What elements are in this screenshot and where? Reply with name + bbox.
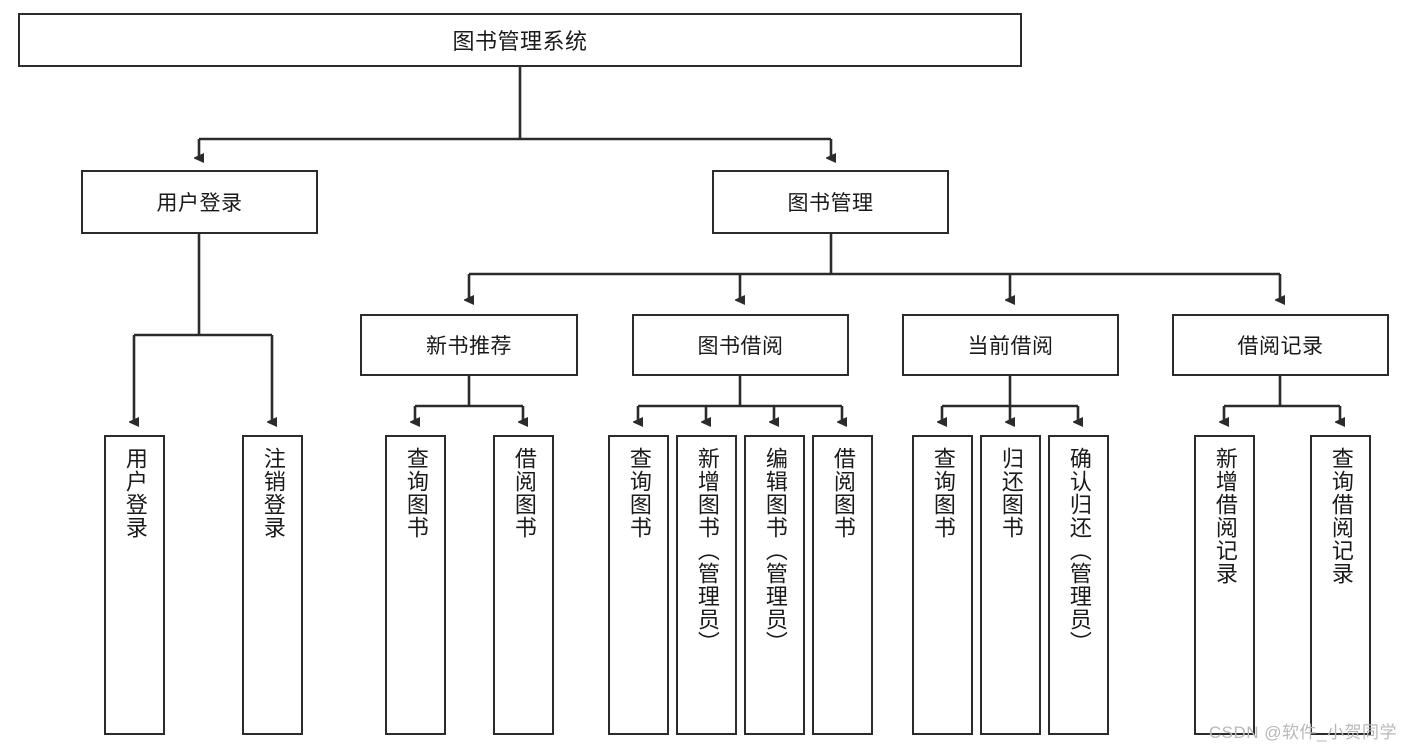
node-leaf-query-book-current[interactable]: 查询图书 — [912, 435, 973, 735]
node-label: 借阅图书 — [511, 447, 537, 539]
node-leaf-edit-book-admin[interactable]: 编辑图书（管理员） — [744, 435, 805, 735]
node-leaf-query-book-new[interactable]: 查询图书 — [385, 435, 446, 735]
node-label: 用户登录 — [122, 447, 148, 539]
node-label: 新增借阅记录 — [1212, 447, 1238, 585]
node-label: 编辑图书（管理员） — [762, 447, 788, 654]
node-label: 用户登录 — [156, 192, 243, 215]
node-new-book-recommendation[interactable]: 新书推荐 — [360, 314, 578, 376]
node-leaf-query-borrow-record[interactable]: 查询借阅记录 — [1310, 435, 1371, 735]
node-label: 图书管理 — [787, 192, 874, 215]
node-leaf-logout[interactable]: 注销登录 — [242, 435, 303, 735]
node-leaf-return-book[interactable]: 归还图书 — [980, 435, 1041, 735]
node-leaf-borrow-book-new[interactable]: 借阅图书 — [493, 435, 554, 735]
node-book-borrowing[interactable]: 图书借阅 — [632, 314, 849, 376]
node-leaf-query-book-borrow[interactable]: 查询图书 — [608, 435, 669, 735]
node-label: 新书推荐 — [426, 335, 512, 358]
node-label: 查询图书 — [403, 447, 429, 539]
node-root-book-management-system[interactable]: 图书管理系统 — [18, 13, 1022, 67]
node-book-management[interactable]: 图书管理 — [712, 170, 949, 234]
node-leaf-user-login[interactable]: 用户登录 — [104, 435, 165, 735]
node-label: 图书管理系统 — [452, 29, 588, 54]
node-leaf-confirm-return-admin[interactable]: 确认归还（管理员） — [1048, 435, 1109, 735]
node-leaf-add-borrow-record[interactable]: 新增借阅记录 — [1194, 435, 1255, 735]
node-label: 确认归还（管理员） — [1066, 447, 1092, 654]
node-label: 查询借阅记录 — [1328, 447, 1354, 585]
node-label: 当前借阅 — [967, 335, 1054, 358]
node-label: 查询图书 — [626, 447, 652, 539]
node-leaf-borrow-book[interactable]: 借阅图书 — [812, 435, 873, 735]
node-label: 归还图书 — [998, 447, 1024, 539]
node-label: 图书借阅 — [697, 335, 784, 358]
node-label: 注销登录 — [260, 447, 286, 539]
node-user-login[interactable]: 用户登录 — [81, 170, 318, 234]
node-label: 借阅图书 — [830, 447, 856, 539]
node-label: 查询图书 — [930, 447, 956, 539]
node-borrowing-records[interactable]: 借阅记录 — [1172, 314, 1389, 376]
node-label: 借阅记录 — [1237, 335, 1324, 358]
watermark-text: CSDN @软件_小贺同学 — [1208, 723, 1397, 742]
node-label: 新增图书（管理员） — [694, 447, 720, 654]
node-current-borrowing[interactable]: 当前借阅 — [902, 314, 1119, 376]
node-leaf-add-book-admin[interactable]: 新增图书（管理员） — [676, 435, 737, 735]
